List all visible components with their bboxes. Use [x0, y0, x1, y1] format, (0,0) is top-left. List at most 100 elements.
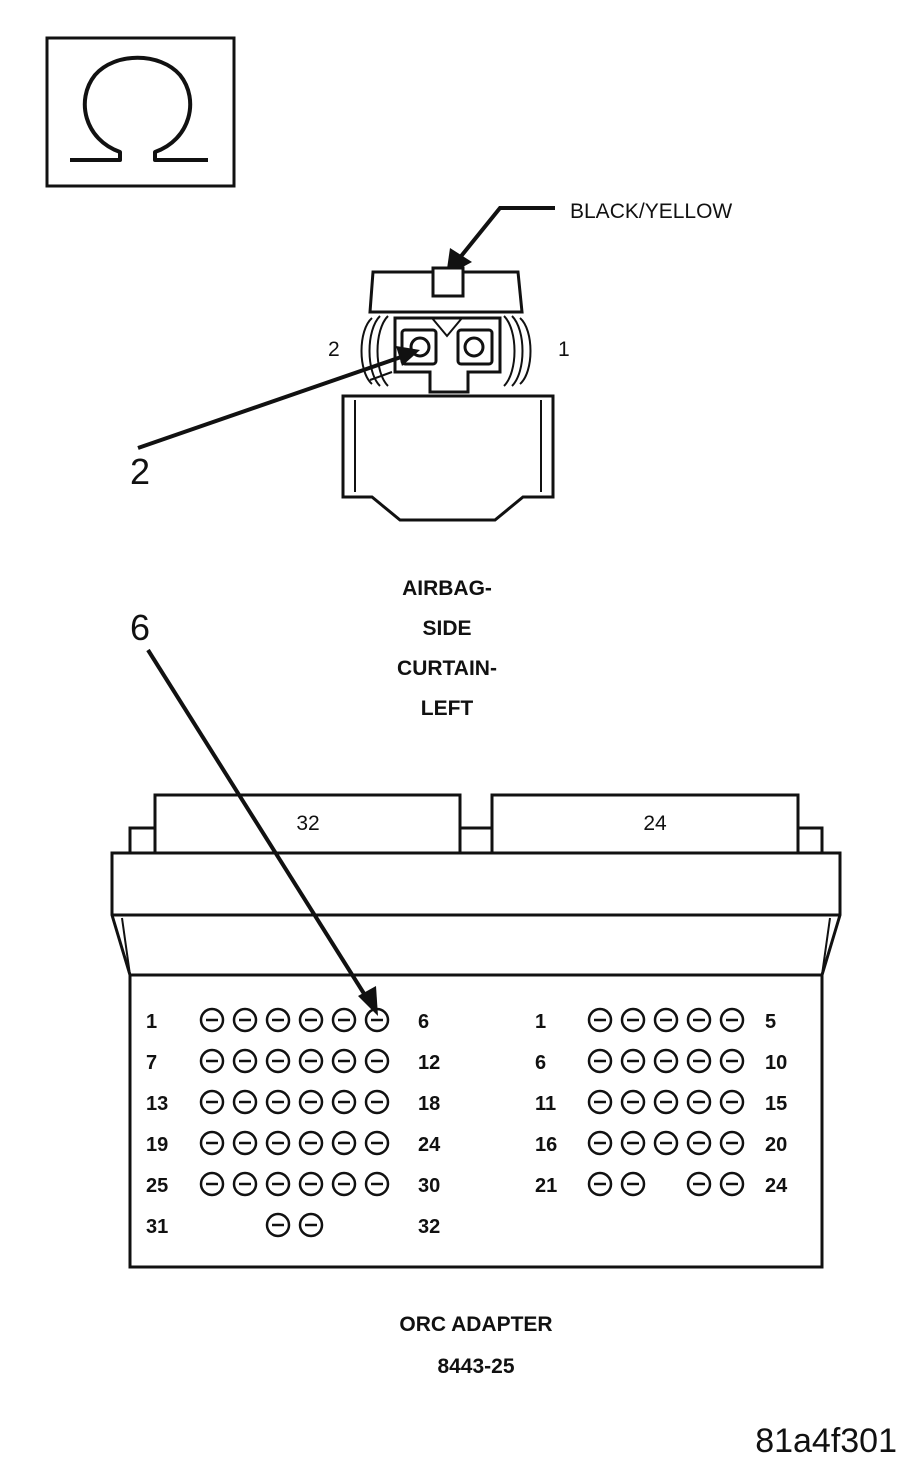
pin-row-end: 6 [418, 1011, 429, 1033]
pin-row-end: 24 [765, 1175, 788, 1197]
adapter-pin-socket [364, 1171, 390, 1197]
adapter-pin-socket [199, 1130, 225, 1156]
adapter-pin-socket [364, 1089, 390, 1115]
adapter-pin-socket [199, 1171, 225, 1197]
pin-row-end: 20 [765, 1134, 787, 1156]
adapter-pin-socket [265, 1048, 291, 1074]
connector-name: AIRBAG- SIDE CURTAIN- LEFT [397, 577, 497, 720]
adapter-pin-socket [298, 1171, 324, 1197]
airbag-connector [341, 266, 555, 522]
pin-row-start: 11 [535, 1093, 556, 1115]
adapter-pin-socket [364, 1130, 390, 1156]
adapter-part-number: 8443-25 [437, 1355, 514, 1378]
adapter-pin-socket [719, 1048, 745, 1074]
adapter-pin-socket [653, 1130, 679, 1156]
callout-2-leader [137, 346, 420, 450]
adapter-pin-socket [620, 1130, 646, 1156]
pin-row-end: 24 [418, 1134, 441, 1156]
adapter-pin-socket [298, 1130, 324, 1156]
adapter-pin-socket [686, 1048, 712, 1074]
connector-name-line-3: CURTAIN- [397, 657, 497, 680]
adapter-pin-socket [587, 1171, 613, 1197]
left-pin-block: 1 6 7 12 13 18 19 24 25 30 31 32 [146, 1007, 441, 1238]
adapter-pin-socket [587, 1089, 613, 1115]
pin-row-start: 13 [146, 1093, 168, 1115]
pin-row-end: 10 [765, 1052, 787, 1074]
adapter-pin-socket [719, 1171, 745, 1197]
adapter-pin-socket [265, 1171, 291, 1197]
pin-row-start: 21 [535, 1175, 557, 1197]
adapter-pin-socket [232, 1130, 258, 1156]
pin-row-start: 25 [146, 1175, 168, 1197]
adapter-pin-socket [719, 1130, 745, 1156]
adapter-pin-socket [686, 1171, 712, 1197]
connector-name-line-4: LEFT [421, 697, 474, 720]
pin-row-start: 16 [535, 1134, 557, 1156]
adapter-pin-socket [620, 1171, 646, 1197]
adapter-tab-left-label: 32 [296, 812, 319, 835]
connector-pin-1-label: 1 [558, 338, 570, 361]
connector-name-line-1: AIRBAG- [402, 577, 492, 600]
pin-row-start: 1 [146, 1011, 157, 1033]
callout-6-label: 6 [130, 607, 150, 648]
figure-id: 81a4f301 [755, 1422, 897, 1460]
pin-row-start: 6 [535, 1052, 546, 1074]
adapter-pin-socket [364, 1007, 390, 1033]
adapter-pin-socket [587, 1130, 613, 1156]
pin-row-end: 12 [418, 1052, 440, 1074]
pin-row-end: 18 [418, 1093, 440, 1115]
adapter-pin-socket [653, 1048, 679, 1074]
adapter-name: ORC ADAPTER [399, 1313, 552, 1336]
adapter-pin-socket [686, 1130, 712, 1156]
pin-row-end: 15 [765, 1093, 787, 1115]
adapter-pin-socket [331, 1089, 357, 1115]
pin-row-start: 31 [146, 1216, 168, 1238]
pin-row-end: 30 [418, 1175, 440, 1197]
adapter-pin-socket [719, 1089, 745, 1115]
pin-row-end: 32 [418, 1216, 440, 1238]
adapter-pin-socket [298, 1048, 324, 1074]
adapter-pin-socket [364, 1048, 390, 1074]
adapter-pin-socket [587, 1048, 613, 1074]
adapter-pin-socket [686, 1089, 712, 1115]
wire-color-callout: BLACK/YELLOW [446, 200, 732, 276]
ohm-meter-icon [45, 36, 236, 188]
adapter-pin-socket [331, 1007, 357, 1033]
adapter-pin-socket [232, 1089, 258, 1115]
adapter-pin-socket [265, 1130, 291, 1156]
adapter-pin-socket [298, 1089, 324, 1115]
adapter-pin-socket [199, 1048, 225, 1074]
adapter-pin-socket [620, 1089, 646, 1115]
adapter-pin-socket [653, 1089, 679, 1115]
adapter-pin-socket [653, 1007, 679, 1033]
adapter-pin-socket [331, 1130, 357, 1156]
callout-2-label: 2 [130, 451, 150, 492]
adapter-pin-socket [331, 1048, 357, 1074]
adapter-pin-socket [265, 1212, 291, 1238]
adapter-pin-socket [620, 1007, 646, 1033]
connector-name-line-2: SIDE [422, 617, 471, 640]
adapter-pin-socket [232, 1048, 258, 1074]
adapter-pin-socket [298, 1212, 324, 1238]
pin-row-end: 5 [765, 1011, 776, 1033]
right-pin-block: 1 5 6 10 11 15 16 20 21 24 [535, 1007, 788, 1197]
adapter-tab-right-label: 24 [643, 812, 667, 835]
connector-pin-2-label: 2 [328, 338, 340, 361]
pin-row-start: 7 [146, 1052, 157, 1074]
adapter-pin-socket [232, 1007, 258, 1033]
adapter-pin-socket [199, 1007, 225, 1033]
adapter-pin-socket [298, 1007, 324, 1033]
adapter-pin-socket [620, 1048, 646, 1074]
pin-row-start: 1 [535, 1011, 546, 1033]
adapter-pin-socket [232, 1171, 258, 1197]
adapter-pin-socket [719, 1007, 745, 1033]
adapter-pin-socket [686, 1007, 712, 1033]
pin-row-start: 19 [146, 1134, 168, 1156]
adapter-pin-socket [199, 1089, 225, 1115]
adapter-pin-socket [265, 1007, 291, 1033]
adapter-pin-socket [331, 1171, 357, 1197]
adapter-tab-24 [490, 793, 800, 855]
adapter-pin-socket [265, 1089, 291, 1115]
wire-color-label: BLACK/YELLOW [570, 200, 732, 223]
callout-6-leader [146, 648, 378, 1016]
